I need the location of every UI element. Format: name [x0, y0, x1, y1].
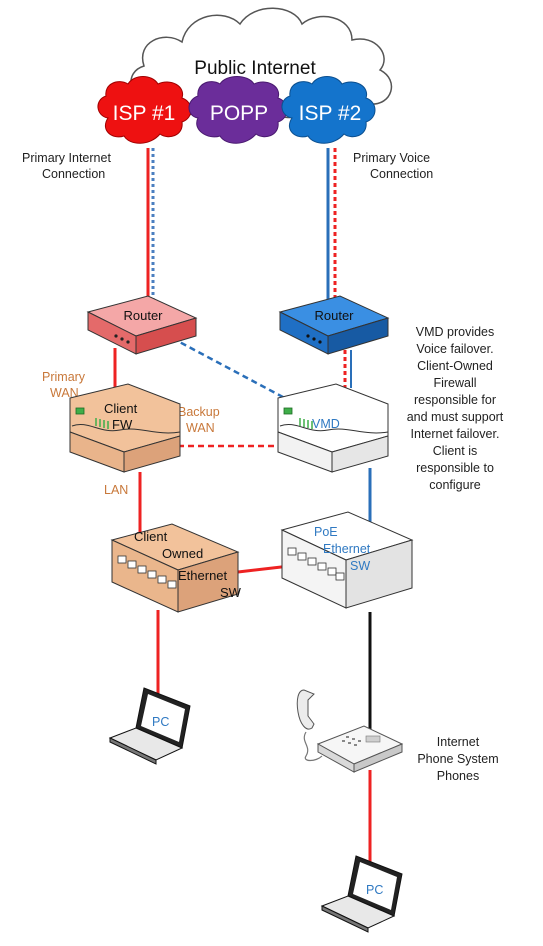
note-line-9: responsible to: [416, 461, 494, 475]
note-line-2: Voice failover.: [416, 342, 493, 356]
vmd-port-icon: [283, 407, 293, 415]
vmd-label: VMD: [312, 417, 340, 431]
primary-wan-label-2: WAN: [50, 386, 79, 400]
poe-switch-label-1: PoE: [314, 525, 338, 539]
backup-wan-label-1: Backup: [178, 405, 220, 419]
pc-right-label: PC: [366, 883, 383, 897]
isp1-shape: [97, 76, 192, 144]
note-line-3: Client-Owned: [417, 359, 493, 373]
primary-internet-label-1: Primary Internet: [22, 151, 111, 165]
poe-switch-ports-icon: [287, 547, 345, 581]
router-left-side: [135, 317, 197, 355]
primary-internet-label-2: Connection: [42, 167, 105, 181]
isp2-cloud: ISP #2: [281, 76, 376, 144]
isp1-cloud: ISP #1: [97, 76, 192, 144]
primary-voice-label-1: Primary Voice: [353, 151, 430, 165]
phones-label-2: Phone System: [417, 752, 498, 766]
pc-left: PC: [108, 687, 191, 765]
backup-wan-label-2: WAN: [186, 421, 215, 435]
pc-right: PC: [320, 855, 403, 933]
vmd-wave: [279, 424, 389, 434]
fw-ports-icon: [95, 418, 109, 429]
isp2-shape: [281, 76, 376, 144]
lan-label: LAN: [104, 483, 128, 497]
client-switch-label-4: SW: [220, 585, 242, 600]
router-vmd-dashed-line: [171, 336, 297, 406]
note-line-1: VMD provides: [416, 325, 495, 339]
client-fw-label-1: Client: [104, 401, 138, 416]
phones-label-3: Phones: [437, 769, 479, 783]
note-line-10: configure: [429, 478, 480, 492]
note-line-7: Internet failover.: [411, 427, 500, 441]
phone-body-side: [353, 743, 403, 773]
vmd-ports-icon: [299, 418, 313, 429]
fw-port-icon: [75, 407, 85, 415]
client-switch-label-2: Owned: [162, 546, 203, 561]
fw-wave: [71, 424, 181, 434]
phones-label-1: Internet: [437, 735, 480, 749]
popp-label: POPP: [210, 102, 268, 125]
pc-left-display: [141, 694, 185, 742]
note-line-6: and must support: [407, 410, 504, 424]
primary-voice-label-2: Connection: [370, 167, 433, 181]
client-ethernet-switch: Client Owned Ethernet SW: [110, 523, 242, 613]
router-right-label: Router: [314, 308, 354, 323]
poe-switch-side: [345, 539, 413, 609]
poe-switch-label-2: Ethernet: [323, 542, 371, 556]
poe-ethernet-switch: PoE Ethernet SW: [280, 511, 414, 609]
popp-cloud: POPP: [188, 76, 288, 144]
client-switch-side: [177, 551, 239, 613]
fw-front: [69, 431, 125, 473]
cloud-label: Public Internet: [194, 58, 316, 79]
phone-keypad-icon: [342, 735, 381, 746]
client-switch-label-3: Ethernet: [178, 568, 228, 583]
vmd-device: VMD: [277, 383, 389, 473]
pc-left-base-front: [109, 737, 157, 765]
popp-shape: [188, 76, 288, 144]
vmd-front: [277, 431, 333, 473]
switch-switch-line: [237, 564, 291, 574]
phone-handset-icon: [296, 689, 315, 730]
isp1-label: ISP #1: [113, 102, 176, 125]
primary-wan-label-1: Primary: [42, 370, 86, 384]
router-left: Router: [86, 295, 198, 355]
phone-cord-icon: [303, 731, 323, 762]
pc-left-label: PC: [152, 715, 169, 729]
pc-right-display: [353, 862, 397, 910]
pc-right-base-front: [321, 905, 369, 933]
poe-switch-label-3: SW: [350, 559, 370, 573]
note-line-4: Firewall: [433, 376, 476, 390]
router-right-side: [327, 317, 389, 355]
note-line-5: responsible for: [414, 393, 496, 407]
vmd-note: VMD provides Voice failover. Client-Owne…: [407, 325, 504, 492]
router-right: Router: [278, 295, 390, 355]
client-switch-ports-icon: [117, 555, 177, 589]
router-left-label: Router: [123, 308, 163, 323]
client-fw-label-2: FW: [112, 417, 133, 432]
ip-phone: [296, 689, 404, 773]
note-line-8: Client is: [433, 444, 477, 458]
connection-lines: [113, 148, 372, 862]
client-firewall: Client FW: [69, 383, 181, 473]
isp2-label: ISP #2: [299, 102, 362, 125]
client-switch-label-1: Client: [134, 529, 168, 544]
